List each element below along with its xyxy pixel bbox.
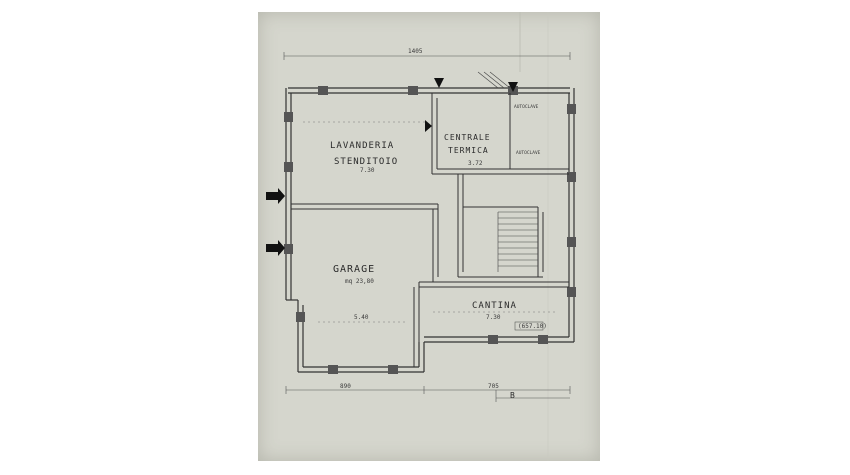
bottom-left-dimension: 890 bbox=[340, 383, 351, 390]
top-total-dimension: 1405 bbox=[408, 48, 423, 55]
centrale-label-2: TERMICA bbox=[448, 146, 489, 155]
window-marks bbox=[284, 86, 576, 374]
lavanderia-label-1: LAVANDERIA bbox=[330, 141, 394, 151]
centrale-dimension: 3.72 bbox=[468, 160, 483, 167]
autoclave-top-label: AUTOCLAVE bbox=[514, 104, 539, 110]
garage-area: mq 23,80 bbox=[345, 278, 374, 285]
cantina-dimension: 7.30 bbox=[486, 314, 501, 321]
bottom-right-dimension: 705 bbox=[488, 383, 499, 390]
cantina-code: (657.10) bbox=[518, 323, 547, 330]
section-marker: B bbox=[510, 391, 515, 400]
centrale-label-1: CENTRALE bbox=[444, 133, 491, 142]
entrance-arrows bbox=[266, 188, 285, 256]
floor-plan-drawing: 1405 bbox=[266, 12, 576, 461]
level-markers bbox=[425, 78, 518, 132]
garage-label: GARAGE bbox=[333, 264, 375, 275]
interior-walls bbox=[291, 93, 569, 367]
cantina-label: CANTINA bbox=[472, 301, 517, 311]
blueprint-sheet: 1405 bbox=[258, 12, 600, 461]
lavanderia-label-2: STENDITOIO bbox=[334, 157, 398, 167]
floor-hatch bbox=[303, 121, 558, 323]
top-dimension-line bbox=[283, 52, 571, 60]
garage-dimension: 5.40 bbox=[354, 314, 369, 321]
bottom-dimension-line bbox=[285, 386, 571, 402]
autoclave-side-label: AUTOCLAVE bbox=[516, 150, 541, 156]
lavanderia-dimension: 7.30 bbox=[360, 167, 375, 174]
staircase bbox=[477, 71, 538, 272]
